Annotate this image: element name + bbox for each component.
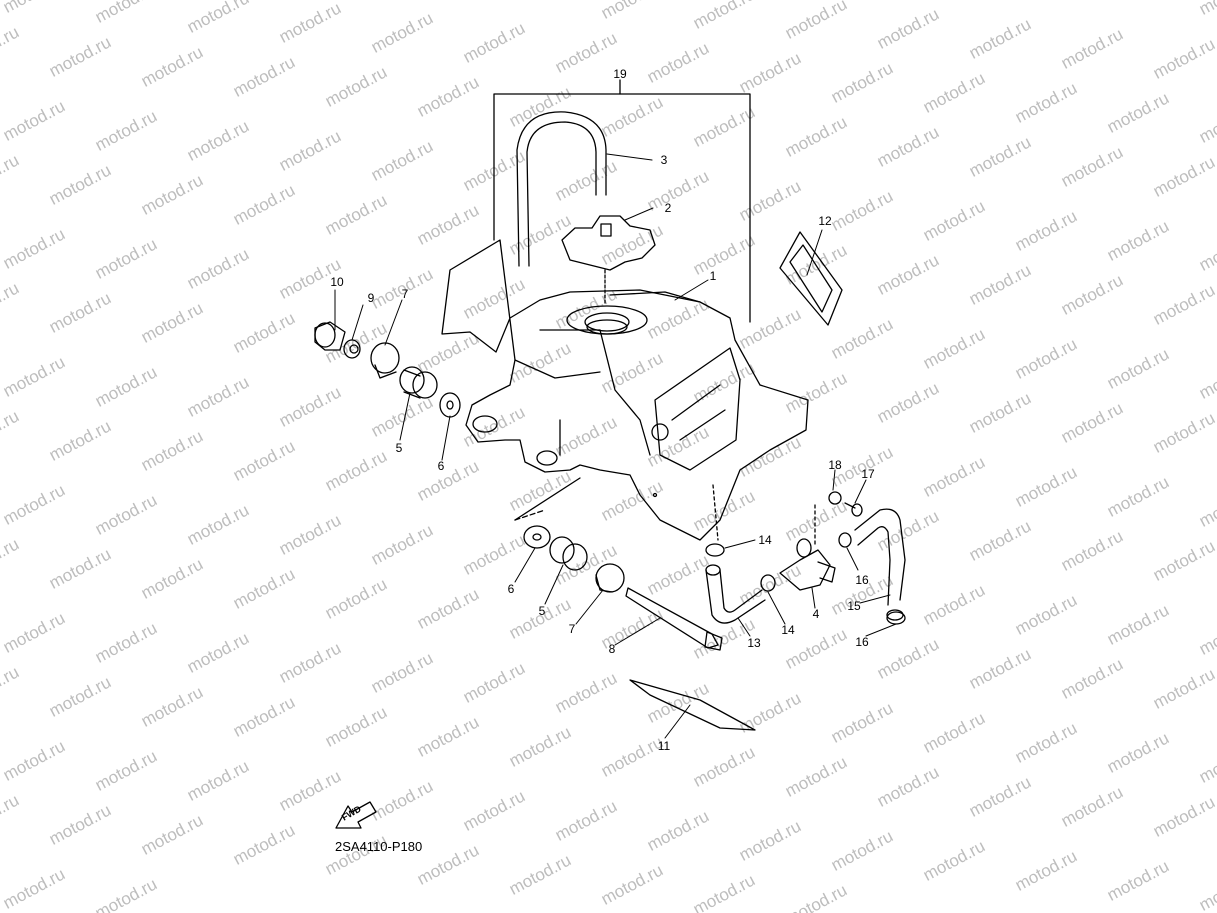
- collar-9[interactable]: [343, 339, 361, 359]
- breather-hose[interactable]: [516, 111, 607, 267]
- collar-7-lower[interactable]: [595, 563, 625, 593]
- rubber-cap-10[interactable]: [314, 321, 346, 351]
- assembly-bracket-19: [493, 79, 751, 323]
- callout-1: 1: [709, 269, 717, 283]
- damper-plate-12[interactable]: [779, 231, 843, 326]
- callout-2: 2: [664, 201, 672, 215]
- collar-7-upper[interactable]: [370, 342, 400, 379]
- fuel-hose-13[interactable]: [705, 564, 766, 624]
- fuel-tank[interactable]: [441, 239, 809, 541]
- fuel-cock-4[interactable]: [779, 538, 836, 591]
- damper-5-lower[interactable]: [549, 536, 588, 571]
- callout-10: 10: [330, 275, 344, 289]
- diagram-code: 2SA4110-P180: [335, 839, 423, 854]
- callout-12: 12: [818, 214, 832, 228]
- callout-18: 18: [828, 458, 842, 472]
- callout-13: 13: [747, 636, 761, 650]
- washer-6-upper[interactable]: [439, 392, 461, 418]
- fwd-arrow-icon: [335, 801, 377, 829]
- clip-14-lower[interactable]: [760, 574, 776, 592]
- callout-5-upper: 5: [395, 441, 403, 455]
- callout-11: 11: [657, 739, 671, 753]
- screw-17[interactable]: [844, 502, 863, 517]
- callout-5-lower: 5: [538, 604, 546, 618]
- pad-11[interactable]: [629, 679, 756, 731]
- clip-16-upper[interactable]: [838, 532, 852, 548]
- callout-6-lower: 6: [507, 582, 515, 596]
- bolt-8[interactable]: [625, 587, 723, 651]
- damper-5-upper[interactable]: [399, 366, 438, 399]
- vent-hose-15[interactable]: [854, 508, 906, 621]
- leader-lines: [334, 153, 897, 739]
- callout-7-upper: 7: [401, 287, 409, 301]
- callout-19: 19: [613, 67, 627, 81]
- callout-9: 9: [367, 291, 375, 305]
- washer-18[interactable]: [828, 491, 842, 505]
- callout-14-lower: 14: [781, 623, 795, 637]
- callout-16-upper: 16: [855, 573, 869, 587]
- callout-4: 4: [812, 607, 820, 621]
- callout-14-upper: 14: [758, 533, 772, 547]
- callout-8: 8: [608, 642, 616, 656]
- clip-14-upper[interactable]: [705, 543, 725, 557]
- fuel-cap[interactable]: [561, 215, 656, 306]
- callout-6-upper: 6: [437, 459, 445, 473]
- callout-7-lower: 7: [568, 622, 576, 636]
- callout-17: 17: [861, 467, 875, 481]
- callout-16-lower: 16: [855, 635, 869, 649]
- callout-3: 3: [660, 153, 668, 167]
- washer-6-lower[interactable]: [523, 525, 551, 549]
- callout-15: 15: [847, 599, 861, 613]
